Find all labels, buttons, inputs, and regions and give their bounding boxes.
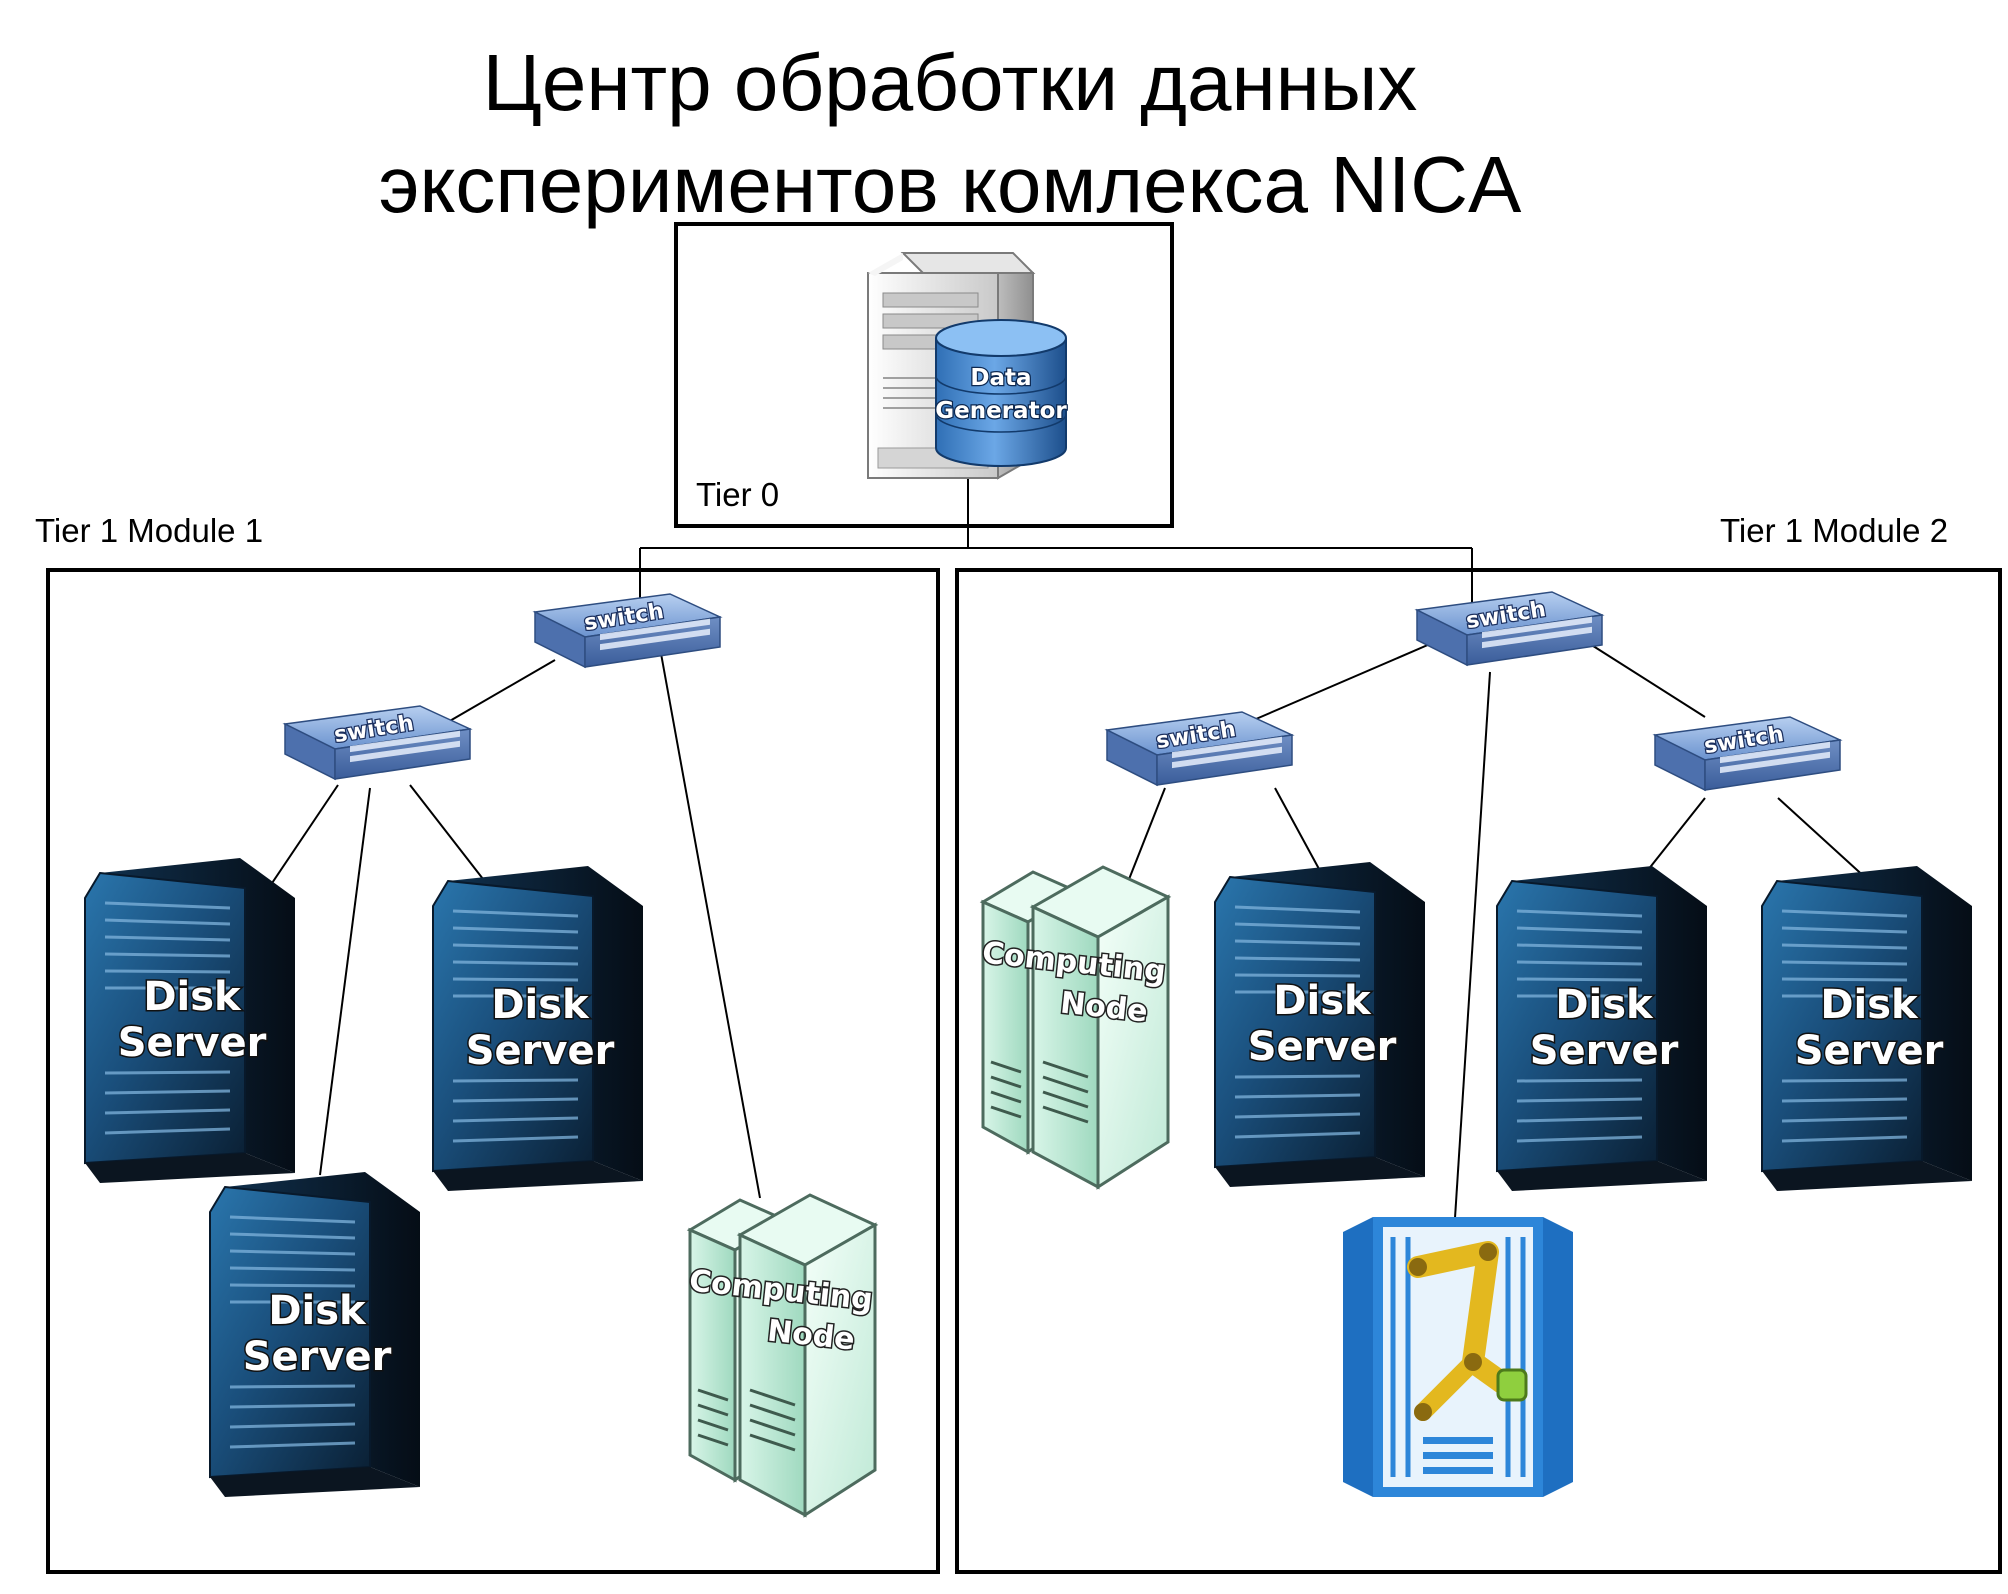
disk-server-label-1: Disk xyxy=(268,1288,367,1334)
rack-slots-icon xyxy=(1781,909,1908,1143)
link-sw2-disk3 xyxy=(319,787,371,1176)
rack-slots-icon xyxy=(1516,909,1643,1143)
drive-bays-icon xyxy=(990,1060,1089,1124)
disk-server-label-1: Disk xyxy=(1273,978,1372,1024)
disk-server-label-1: Disk xyxy=(1820,982,1919,1028)
disk-server-label-1: Disk xyxy=(1555,982,1654,1028)
rack-slots-icon xyxy=(452,909,579,1143)
disk-server-label-2: Server xyxy=(243,1334,392,1380)
disk-server-m1-b: Disk Server xyxy=(432,866,643,1191)
disk-server-label-2: Server xyxy=(1795,1028,1944,1074)
drive-bays-icon xyxy=(697,1388,796,1452)
grid-automation-node-icon xyxy=(1343,1217,1573,1497)
disk-server-m2-c: Disk Server xyxy=(1761,866,1972,1191)
switch-module2-left: switch xyxy=(1104,711,1295,787)
tier0-label: Tier 0 xyxy=(696,476,780,513)
rack-slots-icon xyxy=(1234,905,1361,1139)
tier1-module1-label: Tier 1 Module 1 xyxy=(35,512,264,549)
disk-server-label-2: Server xyxy=(1530,1028,1679,1074)
data-generator-label-1: Data xyxy=(970,365,1031,391)
switch-ports-icon xyxy=(600,618,710,651)
switch-module2-top: switch xyxy=(1414,591,1605,667)
computing-node-m1: Computing Node xyxy=(686,1193,879,1518)
computing-node-m2: Computing Node xyxy=(979,865,1172,1190)
switch-module2-right: switch xyxy=(1652,716,1843,792)
switch-ports-icon xyxy=(1720,741,1830,774)
switch-ports-icon xyxy=(1172,736,1282,769)
disk-server-m2-a: Disk Server xyxy=(1214,862,1425,1187)
title-line-1: Центр обработки данных xyxy=(482,38,1418,127)
database-icon xyxy=(935,319,1067,467)
page-title: Центр обработки данных экспериментов ком… xyxy=(300,32,1600,236)
link-sw1-computing-node xyxy=(659,647,761,1199)
switch-module1-top: switch xyxy=(532,593,723,669)
data-generator: Data Generator xyxy=(867,252,1069,480)
link-sw3-sw4 xyxy=(1255,643,1431,720)
link-sw5-disk2 xyxy=(1777,797,1869,881)
tier1-module2-label: Tier 1 Module 2 xyxy=(1720,512,1949,549)
disk-server-label-2: Server xyxy=(118,1020,267,1066)
computing-node-label-2: Node xyxy=(766,1314,857,1358)
link-sw1-sw2 xyxy=(447,659,556,723)
link-sw4-disk xyxy=(1274,787,1326,881)
title-line-2: экспериментов комлекса NICA xyxy=(378,140,1522,229)
disk-server-label-2: Server xyxy=(1248,1024,1397,1070)
disk-server-label-2: Server xyxy=(466,1028,615,1074)
switch-ports-icon xyxy=(1482,616,1592,649)
disk-server-label-1: Disk xyxy=(491,982,590,1028)
disk-server-m1-c: Disk Server xyxy=(209,1172,420,1497)
link-sw3-grid-node xyxy=(1454,671,1491,1219)
data-generator-label-2: Generator xyxy=(935,398,1067,424)
disk-server-m1-a: Disk Server xyxy=(84,858,295,1183)
switch-module1-lower: switch xyxy=(282,705,473,781)
tier0-box xyxy=(674,222,1174,528)
rack-slots-icon xyxy=(104,901,231,1135)
link-sw3-sw5 xyxy=(1589,643,1706,718)
tier1-module1-box xyxy=(46,568,940,1574)
switch-ports-icon xyxy=(350,730,460,763)
link-sw2-disk1 xyxy=(263,784,339,896)
rack-slots-icon xyxy=(229,1215,356,1449)
link-sw2-disk2 xyxy=(409,784,491,889)
tier1-module2-box xyxy=(955,568,2002,1574)
disk-server-label-1: Disk xyxy=(143,974,242,1020)
disk-server-m2-b: Disk Server xyxy=(1496,866,1707,1191)
